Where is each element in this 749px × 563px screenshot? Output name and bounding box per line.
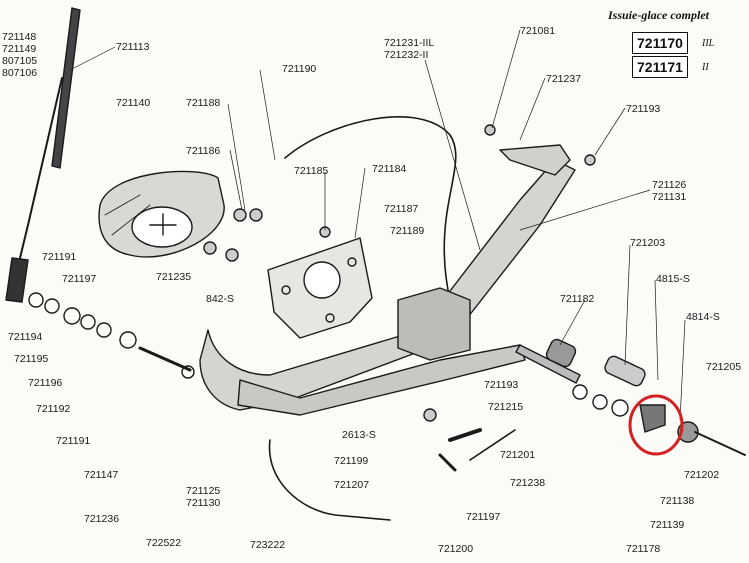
leader-lines [69, 29, 686, 421]
part-label: 721081 [520, 25, 556, 37]
part-label: 721191 [42, 251, 77, 263]
part-label: 721200 [438, 543, 474, 555]
part-label: 721186 [186, 145, 221, 157]
part-label: 721237 [546, 73, 582, 85]
part-label: 2613-S [342, 429, 376, 441]
part-label: 721182 [560, 293, 595, 305]
part-label: 721202 [684, 469, 720, 481]
wiper-blade [5, 7, 81, 303]
part-label: 807105 [2, 55, 38, 67]
part-label: 721130 [186, 497, 221, 509]
shaft-assembly [515, 338, 746, 456]
part-label: 721238 [510, 477, 546, 489]
part-label: 807106 [2, 67, 38, 79]
part-label: 721185 [294, 165, 329, 177]
part-suffix: II [702, 62, 709, 73]
bottom-cable [268, 439, 391, 521]
part-label: 721187 [384, 203, 419, 215]
part-number-box: 721170 [632, 32, 688, 54]
part-label: 721195 [14, 353, 49, 365]
part-label: 721236 [84, 513, 120, 525]
part-label: 721232-II [384, 49, 429, 61]
part-label: 4815-S [656, 273, 690, 285]
small-parts [203, 124, 596, 472]
part-label: 721148 [2, 31, 37, 43]
wiper-motor [98, 170, 225, 258]
part-label: 721188 [186, 97, 221, 109]
part-label: 721193 [626, 103, 661, 115]
part-label: 721147 [84, 469, 119, 481]
part-label: 721199 [334, 455, 369, 467]
part-label: 721197 [466, 511, 501, 523]
part-label: 721197 [62, 273, 97, 285]
part-label: 721191 [56, 435, 91, 447]
part-label: 721192 [36, 403, 71, 415]
part-label: 723222 [250, 539, 286, 551]
part-label: 721113 [116, 41, 150, 53]
part-label: 721149 [2, 43, 37, 55]
part-label: 721190 [282, 63, 317, 75]
part-label: 722522 [146, 537, 182, 549]
part-label: 842-S [206, 293, 235, 305]
part-label: 721138 [660, 495, 695, 507]
main-frame [199, 144, 576, 416]
diagram-title: Issuie-glace complet [608, 8, 709, 22]
drive-cable [284, 116, 457, 301]
part-label: 721126 [652, 179, 687, 191]
part-label: 721231-IIL [384, 37, 435, 49]
part-label: 721215 [488, 401, 524, 413]
part-label: 721201 [500, 449, 536, 461]
mounting-plate [267, 237, 373, 339]
part-suffix: IIL [702, 38, 715, 49]
highlight-circle [628, 394, 684, 456]
part-label: 721203 [630, 237, 666, 249]
part-label: 721235 [156, 271, 192, 283]
part-label: 4814-S [686, 311, 720, 323]
part-label: 721140 [116, 97, 151, 109]
part-label: 721196 [28, 377, 63, 389]
part-label: 721184 [372, 163, 407, 175]
part-label: 721205 [706, 361, 742, 373]
part-label: 721178 [626, 543, 661, 555]
part-label: 721125 [186, 485, 221, 497]
part-label: 721139 [650, 519, 685, 531]
part-label: 721189 [390, 225, 425, 237]
part-label: 721194 [8, 331, 43, 343]
part-number-box: 721171 [632, 56, 688, 78]
part-label: 721131 [652, 191, 687, 203]
part-label: 721193 [484, 379, 519, 391]
part-label: 721207 [334, 479, 370, 491]
left-shaft-parts [28, 292, 195, 379]
